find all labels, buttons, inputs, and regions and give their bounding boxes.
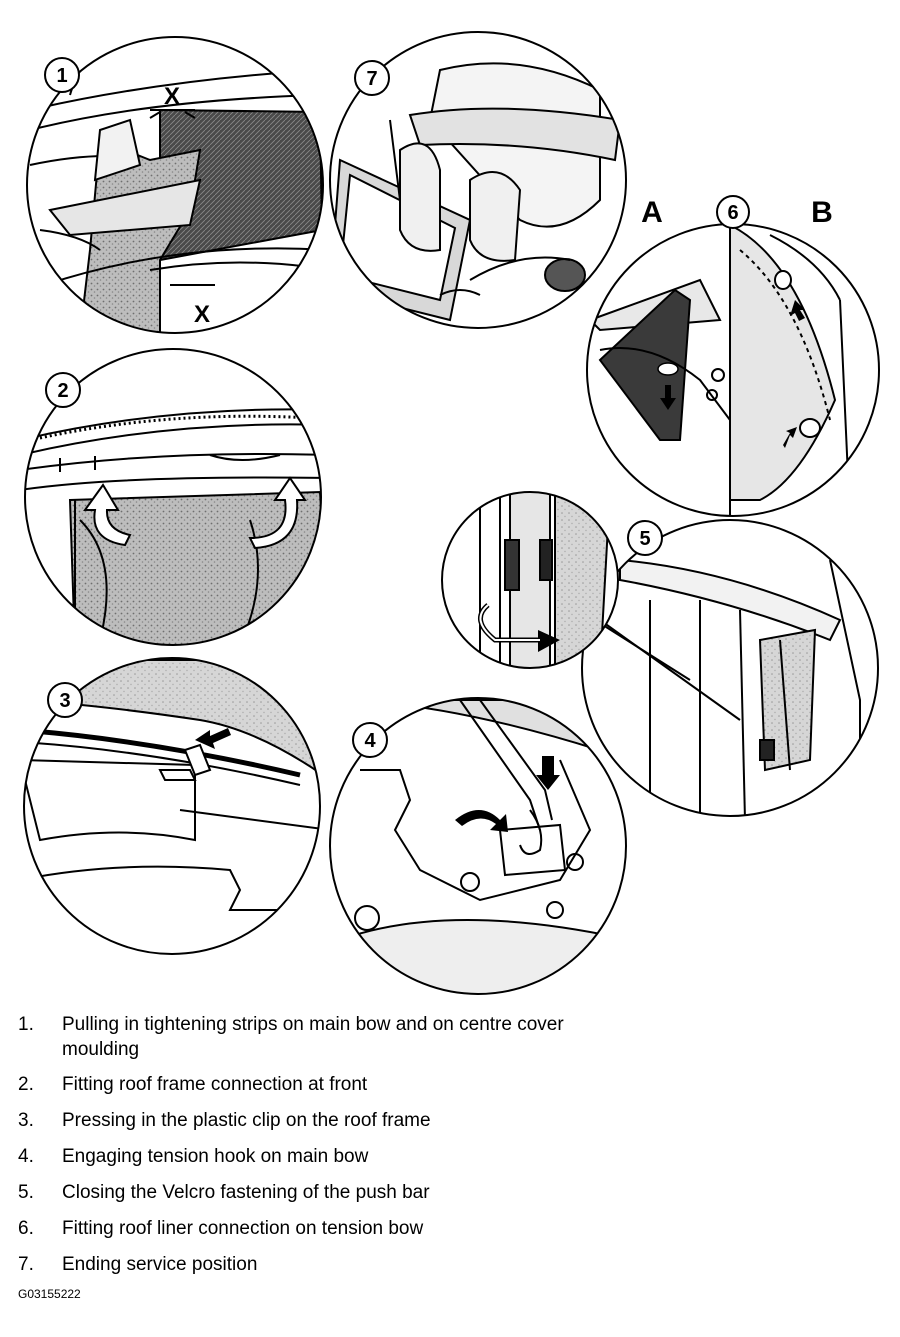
view-label-a: A (641, 196, 663, 229)
callout-3: 3 (59, 690, 70, 712)
legend-text: Fitting roof liner connection on tension… (62, 1218, 424, 1239)
legend-number: 4. (18, 1146, 34, 1167)
detail-circle-6: 6 A B (586, 195, 880, 517)
legend-number: 2. (18, 1074, 34, 1095)
detail-circle-4: 4 (329, 697, 627, 995)
legend-number: 6. (18, 1218, 34, 1239)
procedure-illustration: 1 X X 7 (23, 31, 880, 995)
figure-code: G03155222 (18, 1287, 81, 1301)
legend-number: 1. (18, 1014, 34, 1035)
detail-circle-7: 7 (329, 31, 627, 329)
legend-text: Closing the Velcro fastening of the push… (62, 1182, 430, 1203)
legend-item-4: 4. Engaging tension hook on main bow (18, 1144, 638, 1169)
legend-number: 5. (18, 1182, 34, 1203)
callout-6: 6 (727, 202, 738, 224)
legend-item-6: 6. Fitting roof liner connection on tens… (18, 1216, 638, 1241)
legend-number: 7. (18, 1254, 34, 1275)
detail-circle-2: 2 (24, 348, 322, 646)
legend-text: Engaging tension hook on main bow (62, 1146, 369, 1167)
legend-item-7: 7. Ending service position (18, 1252, 638, 1277)
callout-5: 5 (639, 528, 650, 550)
dimension-x-top: X (164, 83, 180, 110)
legend-item-5: 5. Closing the Velcro fastening of the p… (18, 1180, 638, 1205)
legend-text: Pulling in tightening strips on main bow… (62, 1014, 564, 1060)
detail-circle-5-inset (441, 491, 619, 669)
view-label-b: B (811, 196, 833, 229)
callout-2: 2 (57, 380, 68, 402)
legend-number: 3. (18, 1110, 34, 1131)
legend-text: Pressing in the plastic clip on the roof… (62, 1110, 431, 1131)
legend-text: Ending service position (62, 1254, 258, 1275)
legend-item-2: 2. Fitting roof frame connection at fron… (18, 1072, 638, 1097)
callout-4: 4 (364, 730, 376, 752)
detail-circle-1: 1 X X (26, 36, 324, 334)
legend-item-1: 1. Pulling in tightening strips on main … (18, 1012, 638, 1062)
detail-circle-3: 3 (23, 657, 321, 955)
dimension-x-bottom: X (194, 301, 210, 328)
legend-item-3: 3. Pressing in the plastic clip on the r… (18, 1108, 638, 1133)
detail-circle-5: 5 (441, 491, 879, 817)
callout-1: 1 (56, 65, 67, 87)
legend-text: Fitting roof frame connection at front (62, 1074, 368, 1095)
step-legend: 1. Pulling in tightening strips on main … (18, 1012, 638, 1277)
callout-7: 7 (366, 68, 377, 90)
